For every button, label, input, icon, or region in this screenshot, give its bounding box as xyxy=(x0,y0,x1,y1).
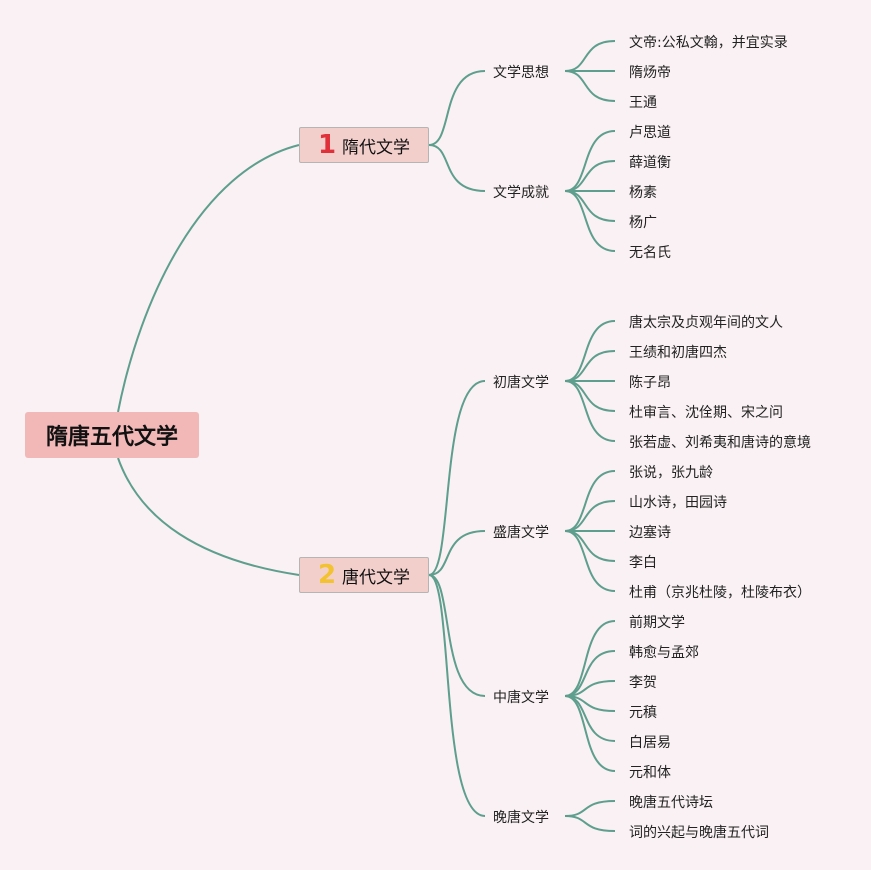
branch-2-sub-3-connector xyxy=(428,574,486,697)
leaf-connector xyxy=(564,190,616,222)
leaf-topic[interactable]: 文帝:公私文翰，并宜实录 xyxy=(629,35,788,51)
leaf-connector xyxy=(564,470,616,532)
leaf-connector xyxy=(564,350,616,382)
root-connector-2 xyxy=(117,457,300,576)
subtopic[interactable]: 文学成就 xyxy=(493,185,549,201)
leaf-topic[interactable]: 山水诗，田园诗 xyxy=(629,495,727,511)
leaf-topic[interactable]: 李贺 xyxy=(629,675,657,691)
leaf-topic[interactable]: 元和体 xyxy=(629,765,671,781)
leaf-topic[interactable]: 晚唐五代诗坛 xyxy=(629,795,713,811)
leaf-topic[interactable]: 杜审言、沈佺期、宋之问 xyxy=(629,405,783,421)
leaf-connector xyxy=(564,500,616,532)
leaf-topic[interactable]: 卢思道 xyxy=(629,125,671,141)
branch-label: 隋代文学 xyxy=(342,137,411,158)
leaf-connector xyxy=(564,815,616,832)
leaf-connector xyxy=(564,530,616,562)
leaf-topic[interactable]: 张若虚、刘希夷和唐诗的意境 xyxy=(629,435,811,451)
leaf-connector xyxy=(564,160,616,192)
leaf-topic[interactable]: 李白 xyxy=(629,555,657,571)
subtopic[interactable]: 文学思想 xyxy=(493,65,549,81)
leaf-topic[interactable]: 唐太宗及贞观年间的文人 xyxy=(629,315,783,331)
leaf-topic[interactable]: 边塞诗 xyxy=(629,525,671,541)
leaf-connector xyxy=(564,530,616,592)
branch-2-sub-4-connector xyxy=(428,574,486,817)
leaf-topic[interactable]: 隋炀帝 xyxy=(629,65,671,81)
root-connector-1 xyxy=(117,144,300,413)
subtopic[interactable]: 中唐文学 xyxy=(493,690,549,706)
branch-2-sub-1-connector xyxy=(428,380,486,576)
branch-number-1: 1 xyxy=(317,130,337,160)
subtopic[interactable]: 初唐文学 xyxy=(493,375,549,391)
leaf-topic[interactable]: 王通 xyxy=(629,95,657,111)
branch-label: 唐代文学 xyxy=(342,567,411,588)
leaf-connector xyxy=(564,695,616,772)
leaf-topic[interactable]: 薛道衡 xyxy=(629,155,671,171)
leaf-topic[interactable]: 张说，张九龄 xyxy=(629,465,713,481)
subtopic[interactable]: 盛唐文学 xyxy=(493,525,549,541)
leaf-topic[interactable]: 杨素 xyxy=(629,185,657,201)
leaf-connector xyxy=(564,620,616,697)
leaf-connector xyxy=(564,320,616,382)
leaf-connector xyxy=(564,190,616,252)
leaf-connector xyxy=(564,380,616,442)
leaf-topic[interactable]: 杜甫（京兆杜陵，杜陵布衣） xyxy=(629,585,811,601)
branch-1-sub-2-connector xyxy=(428,144,486,192)
leaf-connector xyxy=(564,800,616,817)
subtopic[interactable]: 晚唐文学 xyxy=(493,810,549,826)
leaf-connector xyxy=(564,650,616,697)
leaf-topic[interactable]: 白居易 xyxy=(629,735,671,751)
leaf-topic[interactable]: 词的兴起与晚唐五代词 xyxy=(629,825,769,841)
leaf-topic[interactable]: 杨广 xyxy=(629,215,657,231)
leaf-topic[interactable]: 韩愈与孟郊 xyxy=(629,645,699,661)
leaf-connector xyxy=(564,70,616,102)
branch-1-sub-1-connector xyxy=(428,70,486,146)
branch-number-2: 2 xyxy=(317,560,337,590)
leaf-connector xyxy=(564,130,616,192)
leaf-topic[interactable]: 前期文学 xyxy=(629,615,685,631)
leaf-topic[interactable]: 元稹 xyxy=(629,705,657,721)
leaf-connector xyxy=(564,40,616,72)
leaf-topic[interactable]: 无名氏 xyxy=(629,245,671,261)
leaf-topic[interactable]: 陈子昂 xyxy=(629,375,671,391)
leaf-connector xyxy=(564,695,616,742)
root-topic[interactable]: 隋唐五代文学 xyxy=(25,412,199,458)
branch-2-sub-2-connector xyxy=(428,530,486,576)
leaf-topic[interactable]: 王绩和初唐四杰 xyxy=(629,345,727,361)
leaf-connector xyxy=(564,380,616,412)
